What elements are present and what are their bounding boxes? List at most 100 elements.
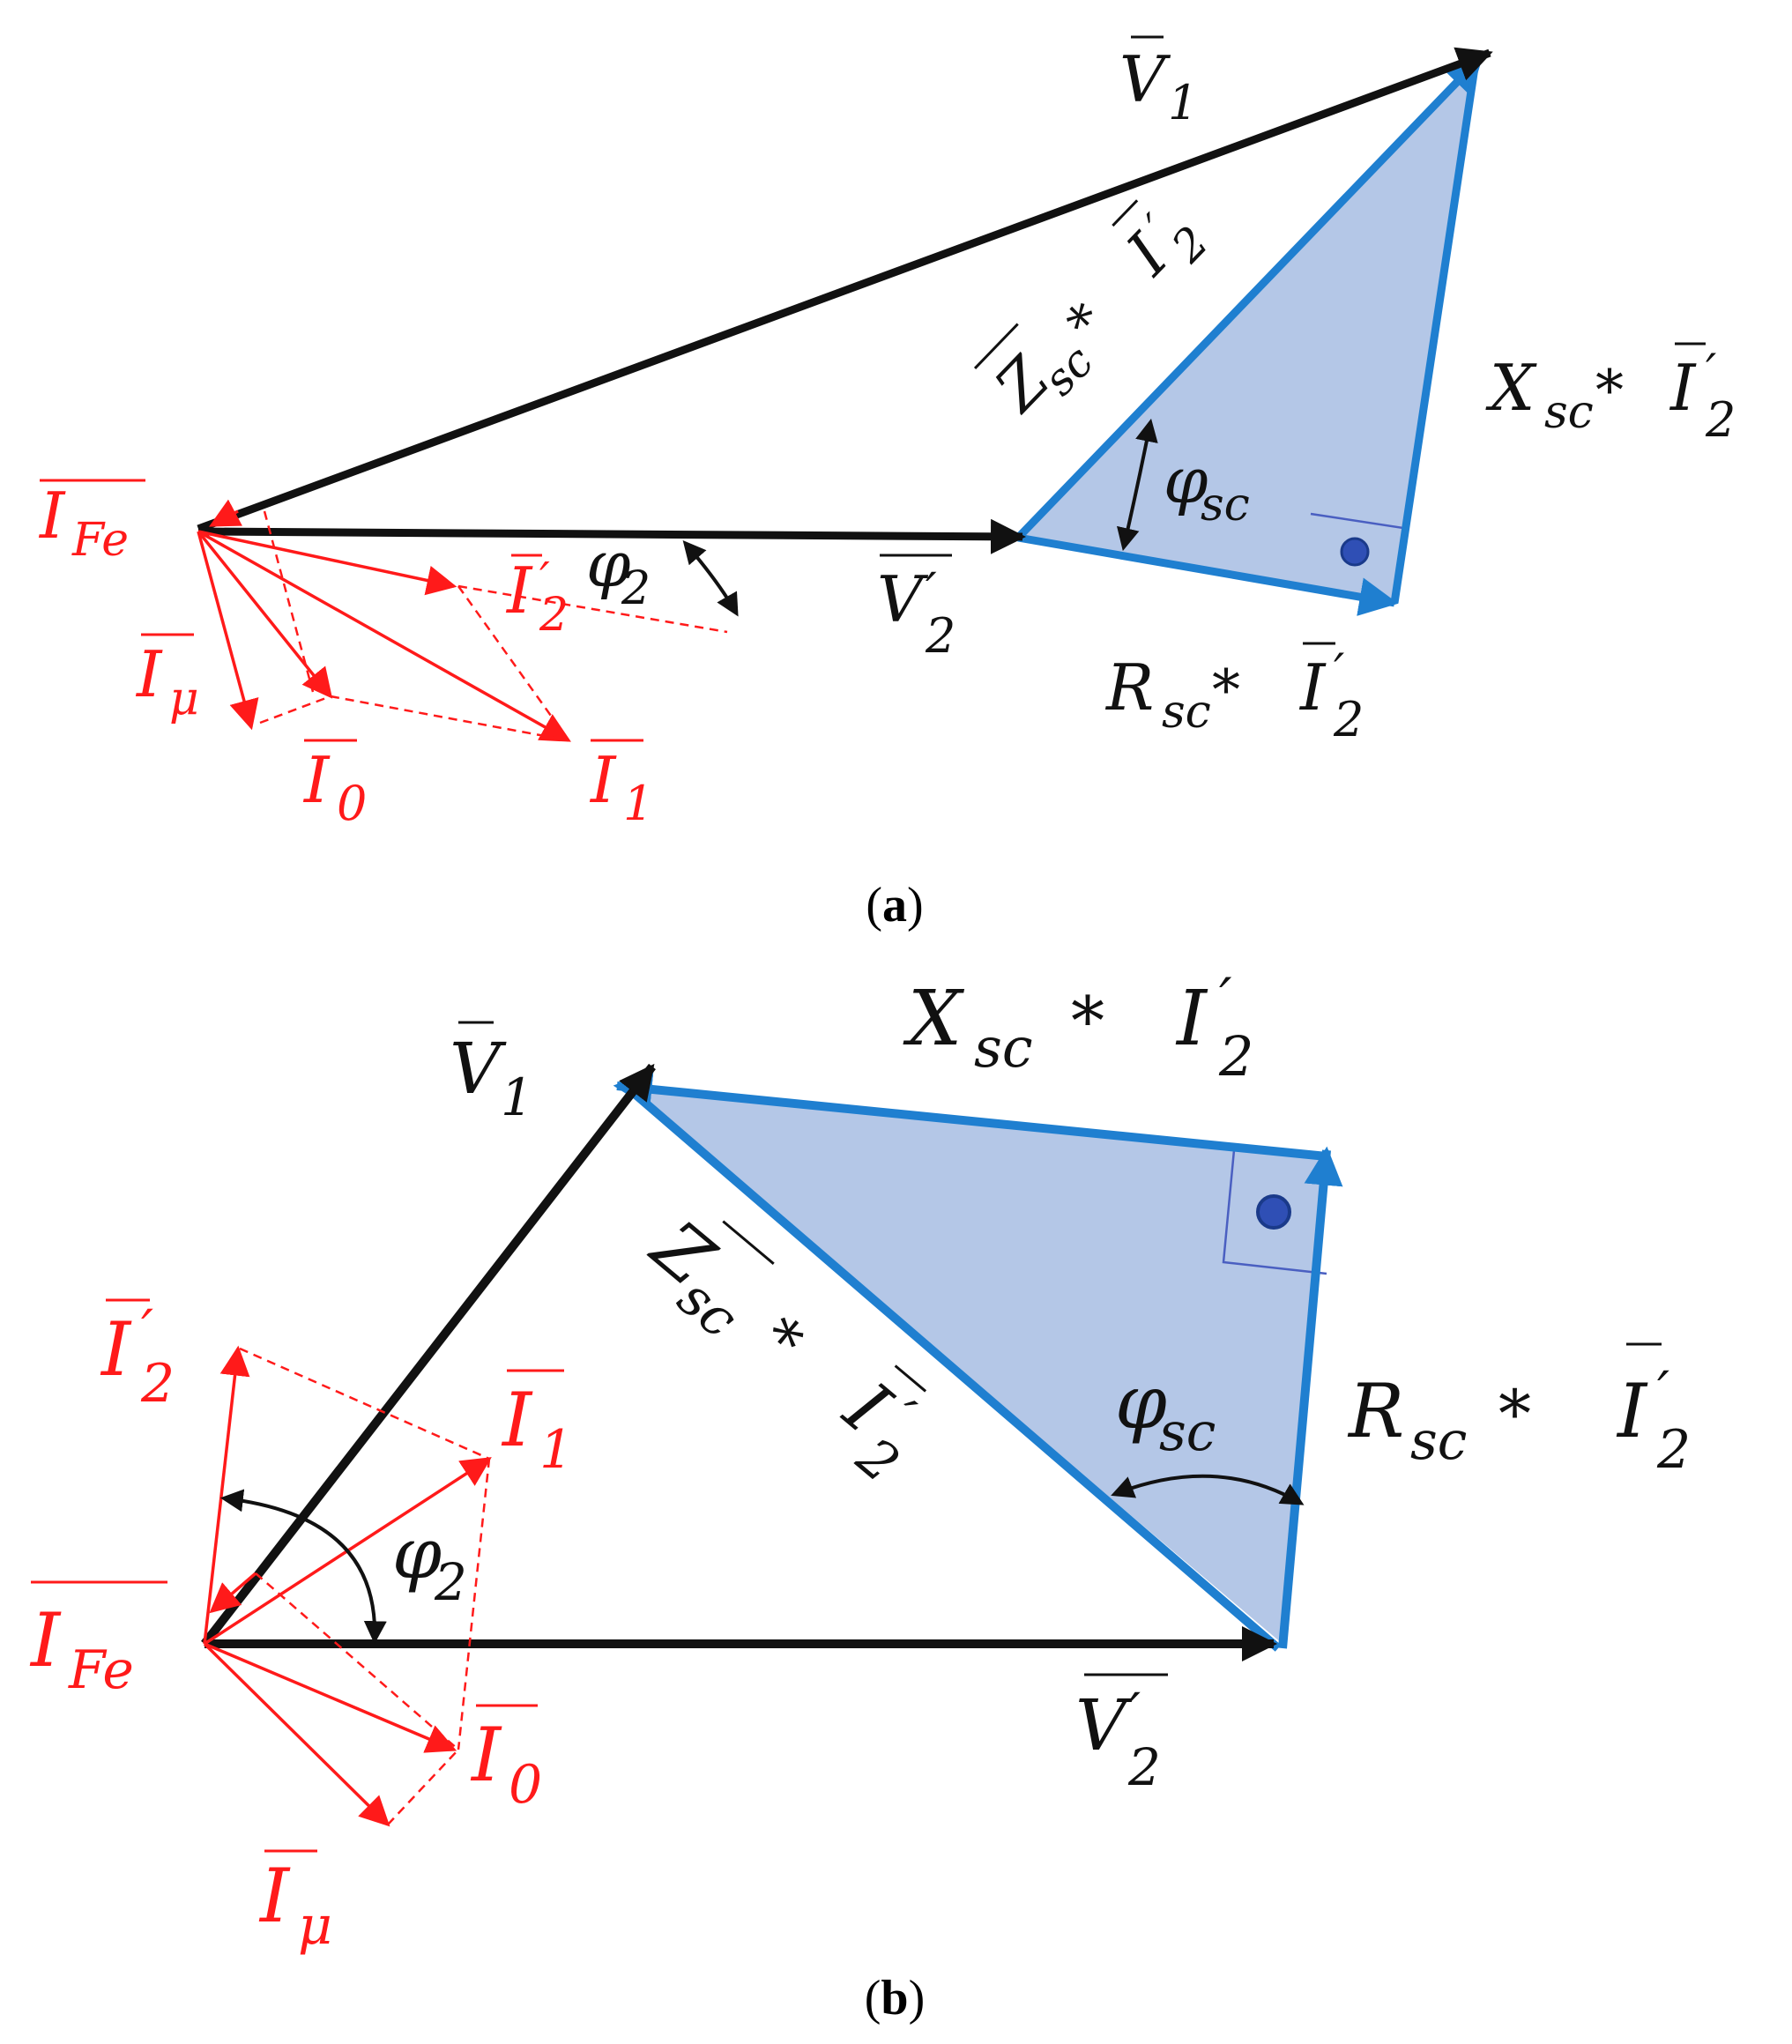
svg-text:V: V	[450, 1028, 507, 1110]
svg-text:I: I	[100, 1306, 132, 1393]
right-angle-marker-b	[1222, 1149, 1327, 1275]
svg-text:0: 0	[337, 776, 367, 831]
svg-text:sc: sc	[1201, 479, 1250, 531]
svg-text:sc: sc	[1544, 386, 1594, 439]
imu-vector-a	[197, 531, 259, 731]
phi-sc-arc-a	[1117, 418, 1158, 552]
svg-text:2: 2	[1333, 692, 1364, 747]
svg-text:1: 1	[501, 1067, 533, 1127]
imu-label-a: I μ	[135, 633, 199, 725]
svg-text:′: ′	[1706, 344, 1716, 399]
svg-text:′: ′	[926, 563, 937, 621]
ife-label-a: I Fe	[38, 479, 145, 567]
svg-text:R: R	[1104, 650, 1154, 725]
phi-sc-label-b: φ sc	[1115, 1359, 1216, 1463]
svg-text:*: *	[1498, 1377, 1531, 1453]
svg-text:I: I	[258, 1853, 291, 1939]
svg-text:2: 2	[140, 1353, 175, 1415]
svg-text:1: 1	[539, 1419, 573, 1481]
phi-sc-label-a: φ sc	[1164, 443, 1250, 531]
svg-text:1: 1	[1168, 75, 1198, 130]
rsc-label-a: R sc * I ′ 2	[1104, 642, 1364, 747]
phi2-label-a: φ 2	[586, 527, 651, 615]
v2-label-a: V ′ 2	[877, 554, 955, 664]
v2-label-b: V ′ 2	[1075, 1673, 1168, 1797]
i0-vector-a	[197, 530, 333, 699]
panel-a: V 1 V ′ 2 Z sc * I ′ 2 X sc * I ′ 2	[38, 35, 1736, 933]
svg-text:V: V	[877, 562, 929, 636]
svg-text:Fe: Fe	[68, 1639, 134, 1701]
v1-vector-a	[197, 47, 1493, 533]
i2-label-b: I ′ 2	[100, 1297, 175, 1415]
rsc-label-b: R sc * I ′ 2	[1347, 1342, 1691, 1481]
panel-b: V 1 V ′ 2 X sc * I ′ 2 R sc * I ′ 2	[29, 967, 1691, 2025]
i1-label-a: I 1	[589, 739, 653, 831]
svg-text:2: 2	[434, 1552, 467, 1612]
svg-text:φ: φ	[1164, 443, 1208, 517]
svg-text:I: I	[1175, 975, 1208, 1063]
svg-text:*: *	[1212, 658, 1240, 724]
zsc-vector-b	[618, 1079, 1282, 1652]
i1-vector-a	[197, 530, 571, 742]
svg-text:I: I	[1669, 351, 1697, 425]
svg-text:sc: sc	[1410, 1410, 1467, 1472]
svg-text:2: 2	[621, 562, 651, 615]
svg-text:I: I	[589, 743, 617, 817]
svg-text:*: *	[1595, 359, 1624, 424]
right-angle-dot-b	[1256, 1194, 1291, 1230]
svg-text:1: 1	[623, 776, 653, 831]
ife-vector-a	[209, 499, 242, 527]
svg-text:sc: sc	[1162, 686, 1211, 739]
svg-text:I: I	[501, 1377, 533, 1463]
zsc-vector-a	[1015, 54, 1484, 541]
svg-text:μ: μ	[169, 673, 199, 725]
svg-text:I: I	[1298, 650, 1327, 725]
i0-label-b: I 0	[470, 1704, 542, 1816]
xsc-vector-b	[613, 1070, 1327, 1161]
svg-text:2: 2	[539, 589, 569, 642]
svg-text:μ: μ	[298, 1895, 332, 1957]
svg-text:′: ′	[1657, 1359, 1669, 1423]
svg-text:′: ′	[1334, 643, 1344, 699]
svg-text:*: *	[747, 1303, 817, 1378]
currents-a	[197, 499, 571, 742]
svg-text:2: 2	[1656, 1419, 1691, 1481]
caption-b: (b)	[865, 1971, 925, 2025]
i2-label-a: I ′ 2	[505, 554, 569, 642]
svg-text:R: R	[1347, 1368, 1404, 1454]
i0-vector-b	[204, 1642, 457, 1753]
svg-text:φ: φ	[1115, 1359, 1167, 1446]
svg-text:I: I	[1616, 1368, 1648, 1454]
xsc-label-a: X sc * I ′ 2	[1485, 342, 1736, 448]
svg-text:sc: sc	[974, 1015, 1033, 1080]
xsc-label-b: X sc * I ′ 2	[903, 967, 1253, 1089]
svg-text:V: V	[1119, 42, 1171, 116]
phi2-label-b: φ 2	[392, 1513, 467, 1612]
xsc-vector-a	[1390, 61, 1480, 604]
svg-text:φ: φ	[392, 1513, 442, 1594]
svg-text:2: 2	[1218, 1024, 1253, 1089]
svg-text:′: ′	[141, 1297, 153, 1362]
svg-text:X: X	[1485, 351, 1537, 425]
i2-vector-a	[197, 530, 457, 596]
svg-text:′: ′	[1128, 1681, 1141, 1745]
rsc-vector-a	[1017, 533, 1399, 616]
imu-vector-b	[203, 1642, 390, 1827]
svg-text:I: I	[470, 1712, 502, 1798]
caption-a: (a)	[866, 878, 923, 933]
svg-text:I: I	[302, 743, 331, 817]
svg-text:2: 2	[925, 608, 955, 664]
svg-text:0: 0	[509, 1754, 542, 1816]
svg-text:φ: φ	[586, 527, 631, 601]
svg-text:I: I	[135, 637, 163, 711]
svg-text:2: 2	[1705, 392, 1736, 448]
imu-label-b: I μ	[258, 1849, 332, 1957]
rsc-vector-b	[1278, 1146, 1343, 1649]
right-angle-dot-a	[1340, 537, 1370, 567]
ife-label-b: I Fe	[29, 1580, 167, 1701]
svg-text:2: 2	[1127, 1737, 1161, 1797]
v1-label-b: V 1	[450, 1021, 533, 1127]
svg-text:*: *	[1071, 982, 1104, 1060]
svg-text:X: X	[903, 975, 965, 1063]
